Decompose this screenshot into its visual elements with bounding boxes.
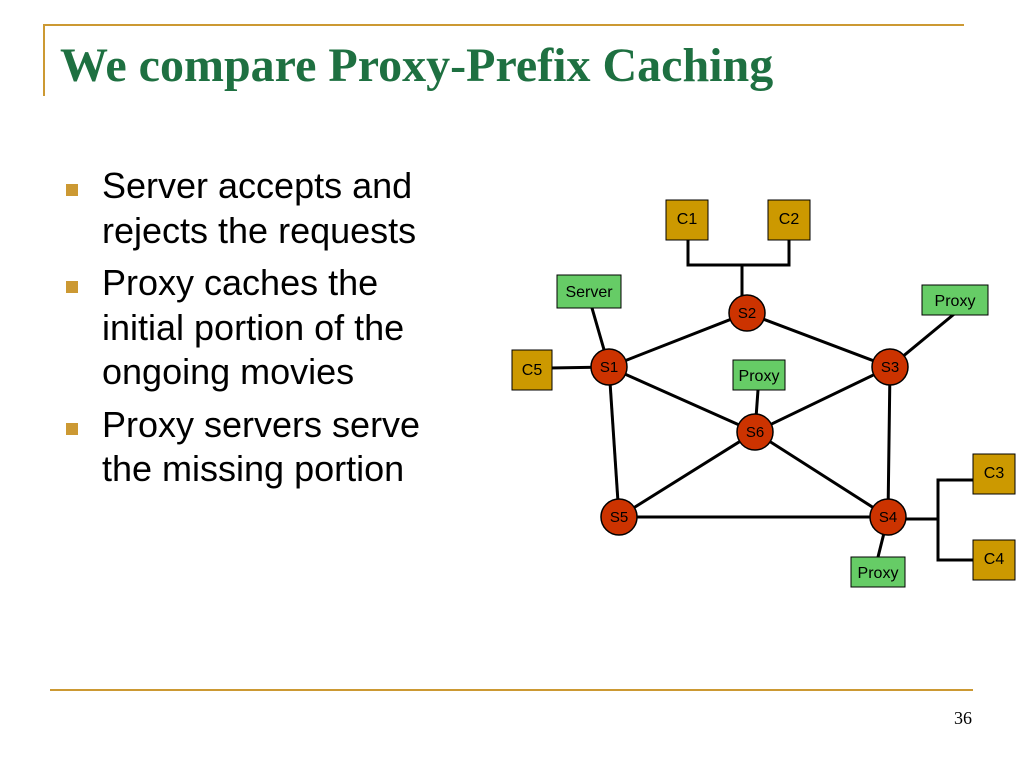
bullet-item: Proxy servers serve the missing portion xyxy=(60,403,460,492)
router-s2: S2 xyxy=(728,294,766,332)
proxy-box-s3: Proxy xyxy=(921,284,989,316)
link-s3-s6 xyxy=(752,364,893,435)
bullet-text: Proxy caches the initial portion of the … xyxy=(102,262,405,392)
client-c2: C2 xyxy=(767,199,811,241)
client-label: C4 xyxy=(984,551,1005,568)
client-label: C1 xyxy=(677,211,698,228)
router-label: S2 xyxy=(738,305,756,322)
slide-title: We compare Proxy-Prefix Caching xyxy=(60,39,774,92)
client-c4: C4 xyxy=(972,539,1016,581)
bullet-item: Proxy caches the initial portion of the … xyxy=(60,261,460,395)
client-label: C2 xyxy=(779,211,800,228)
link-s3-s4 xyxy=(886,365,892,519)
bullet-list: Server accepts and rejects the requests … xyxy=(60,164,460,500)
link-s1-s2 xyxy=(607,311,749,369)
router-label: S1 xyxy=(600,359,618,376)
link-c3-c4-s4 xyxy=(936,478,975,562)
router-s4: S4 xyxy=(869,498,907,536)
link-c1-c2-s2 xyxy=(686,238,791,267)
bullet-item: Server accepts and rejects the requests xyxy=(60,164,460,253)
top-frame-line xyxy=(43,24,964,26)
proxy-label: Proxy xyxy=(739,368,780,385)
router-label: S3 xyxy=(881,359,899,376)
link-s1-s6 xyxy=(607,365,757,434)
router-s6: S6 xyxy=(736,413,774,451)
client-label: C3 xyxy=(984,465,1005,482)
link-s5-s6 xyxy=(616,429,758,520)
server-box: Server xyxy=(556,274,622,309)
bullet-text: Proxy servers serve the missing portion xyxy=(102,403,421,490)
router-s5: S5 xyxy=(600,498,638,536)
proxy-box-s4: Proxy xyxy=(850,556,906,588)
link-s6-s4 xyxy=(752,429,891,520)
link-s1-s5 xyxy=(607,365,621,519)
client-c5: C5 xyxy=(511,349,553,391)
proxy-label: Proxy xyxy=(858,565,899,582)
proxy-label: Proxy xyxy=(935,293,976,310)
square-bullet-icon xyxy=(66,184,78,196)
square-bullet-icon xyxy=(66,281,78,293)
client-c1: C1 xyxy=(665,199,709,241)
proxy-box-s6: Proxy xyxy=(732,359,786,391)
page-number: 36 xyxy=(954,708,972,728)
bullet-text: Server accepts and rejects the requests xyxy=(102,165,417,251)
router-label: S6 xyxy=(746,424,764,441)
left-frame-line xyxy=(43,24,45,96)
router-label: S4 xyxy=(879,509,897,526)
link-s2-s3 xyxy=(745,311,892,369)
router-s1: S1 xyxy=(590,348,628,386)
router-label: S5 xyxy=(610,509,628,526)
client-label: C5 xyxy=(522,362,543,379)
router-s3: S3 xyxy=(871,348,909,386)
client-c3: C3 xyxy=(972,453,1016,495)
square-bullet-icon xyxy=(66,422,78,435)
bottom-rule xyxy=(50,689,973,691)
server-label: Server xyxy=(565,284,613,301)
